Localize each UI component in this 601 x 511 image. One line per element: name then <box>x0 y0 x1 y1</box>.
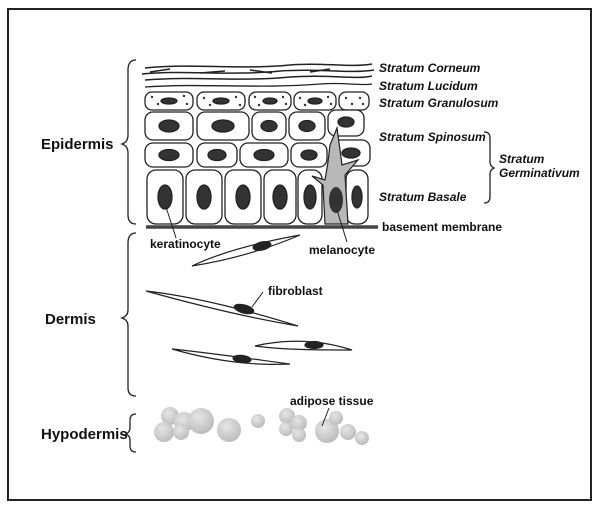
label-hypodermis: Hypodermis <box>41 426 128 443</box>
adipose-cells <box>154 407 369 445</box>
label-adipose-tissue: adipose tissue <box>290 394 374 408</box>
stratum-corneum-layers <box>141 63 375 81</box>
stratum-spinosum-cells <box>144 109 371 168</box>
label-stratum-germinativum-1: Stratum <box>499 152 545 166</box>
layer-brackets <box>119 59 496 453</box>
label-stratum-corneum: Stratum Corneum <box>379 61 481 75</box>
stratum-granulosum-cells <box>144 91 370 111</box>
label-basement-membrane: basement membrane <box>382 220 502 234</box>
leader-lines <box>165 206 348 427</box>
label-dermis: Dermis <box>45 311 96 328</box>
stratum-lucidum-layer <box>144 82 373 88</box>
label-stratum-granulosum: Stratum Granulosum <box>379 96 499 110</box>
melanocyte-cell <box>311 125 360 225</box>
label-stratum-lucidum: Stratum Lucidum <box>379 79 478 93</box>
label-epidermis: Epidermis <box>41 136 114 153</box>
label-melanocyte: melanocyte <box>309 243 375 257</box>
fibroblast-cells <box>145 234 353 365</box>
label-keratinocyte: keratinocyte <box>150 237 221 251</box>
label-fibroblast: fibroblast <box>268 284 323 298</box>
label-stratum-basale: Stratum Basale <box>379 190 467 204</box>
stratum-basale-cells <box>146 169 369 225</box>
label-stratum-spinosum: Stratum Spinosum <box>379 130 486 144</box>
label-stratum-germinativum-2: Germinativum <box>499 166 580 180</box>
